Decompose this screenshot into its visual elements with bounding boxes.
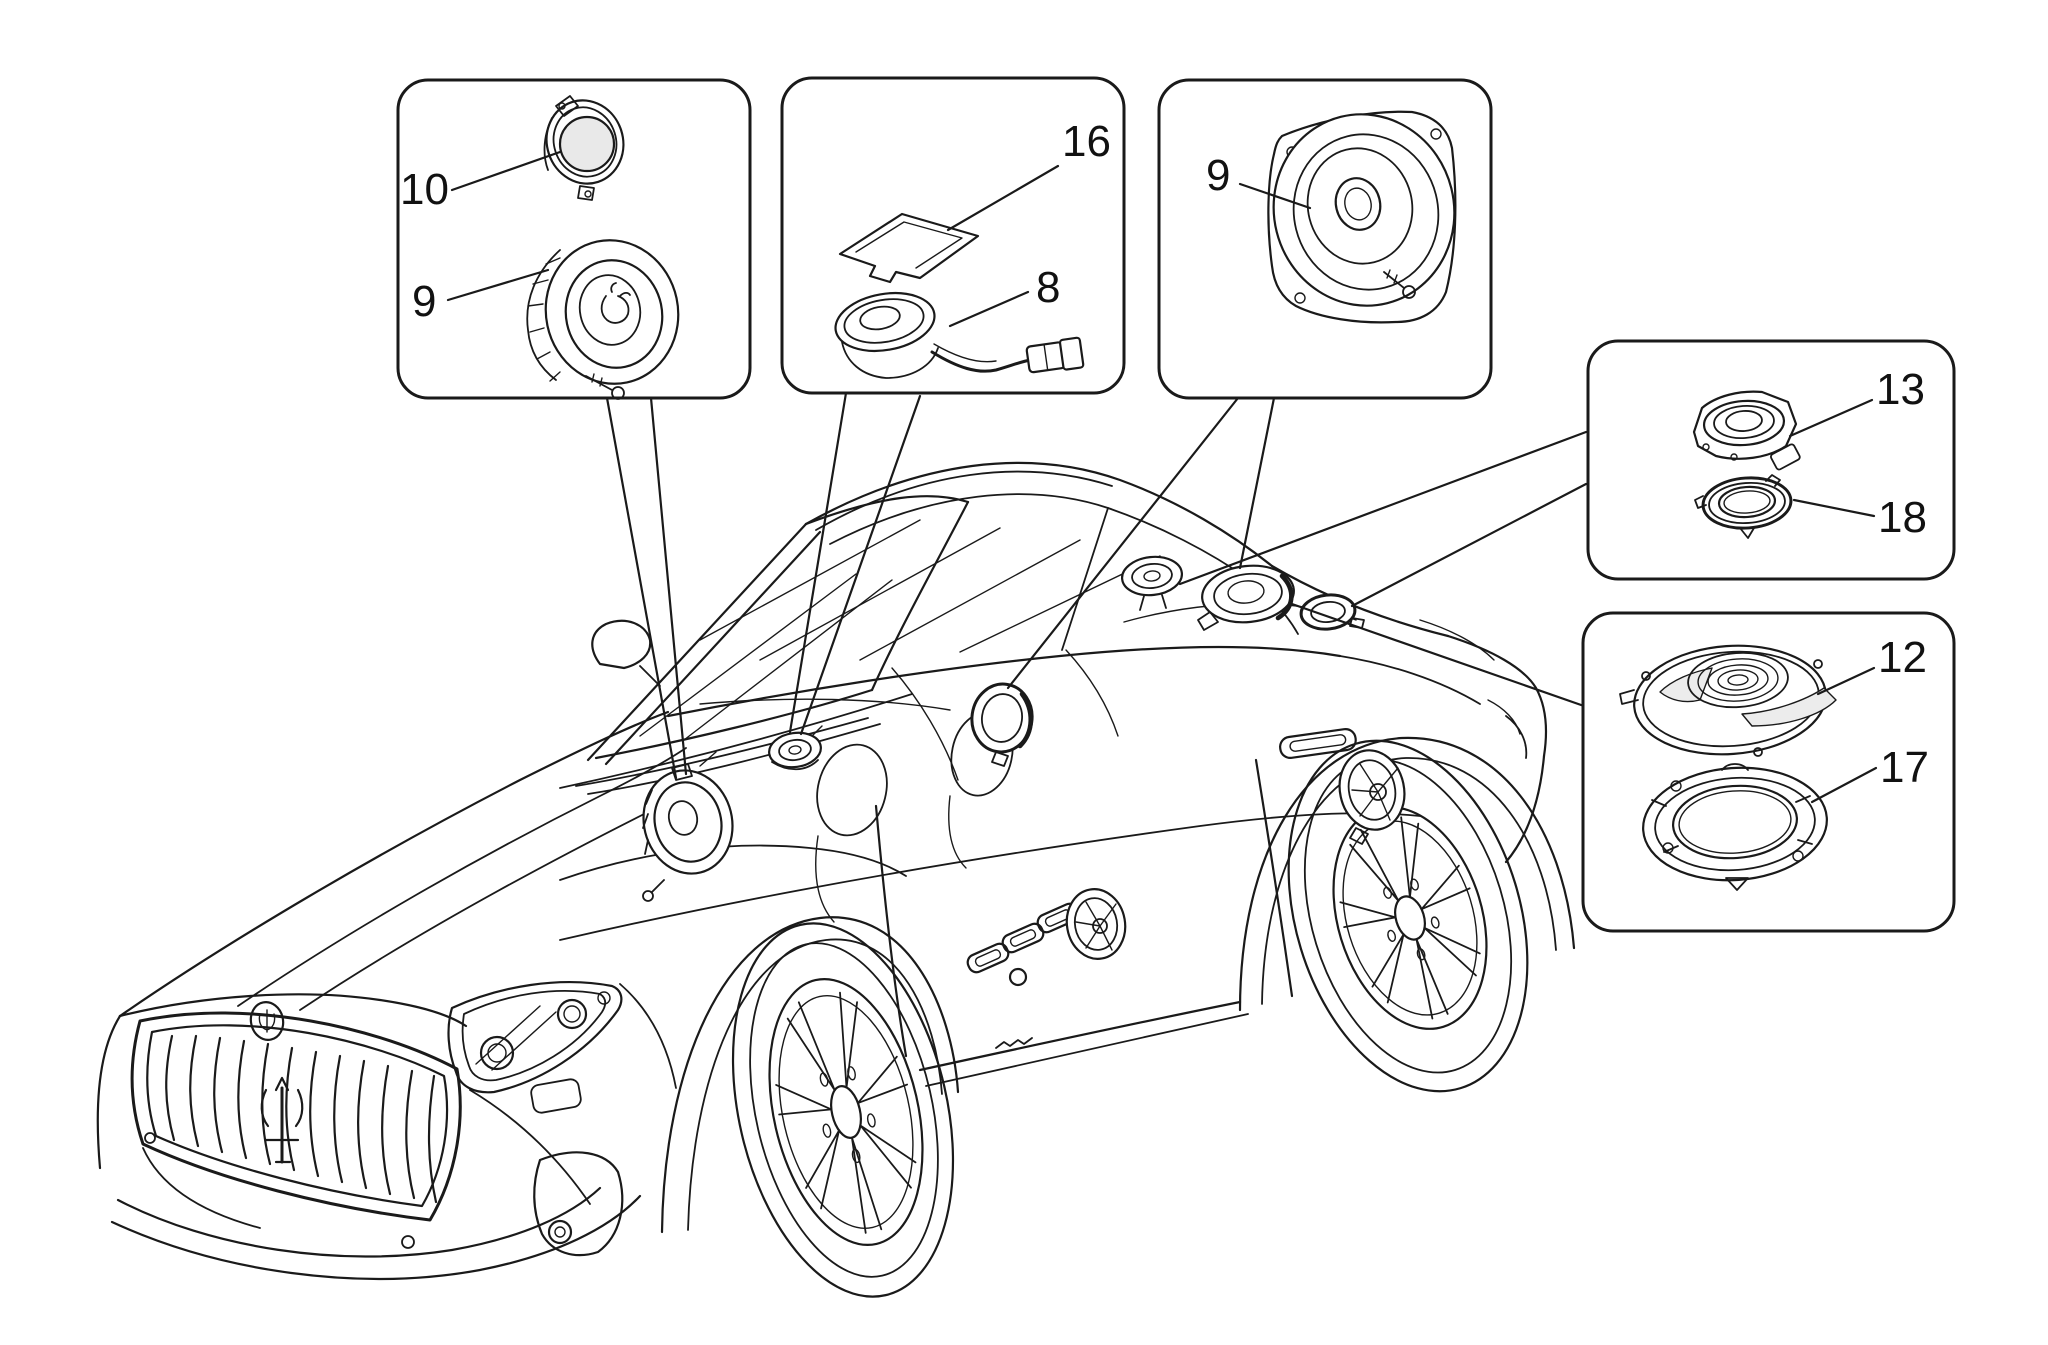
rear-wheel — [1238, 736, 1576, 1093]
headlight — [447, 981, 623, 1094]
right-door-speaker-location — [970, 682, 1034, 767]
part-label-8[interactable]: 8 — [1036, 263, 1060, 312]
part-label-9-rear[interactable]: 9 — [1206, 151, 1230, 200]
door-trident-badge — [995, 1037, 1033, 1049]
part-label-18[interactable]: 18 — [1878, 493, 1927, 542]
callout-front-door-speakers: 10 9 — [396, 78, 752, 400]
part-label-10[interactable]: 10 — [400, 165, 449, 214]
grille-trident-emblem — [260, 1076, 304, 1164]
callout-shelf-tweeter: 13 18 — [1586, 339, 1956, 581]
shelf-tweeter-location — [1120, 555, 1184, 611]
tweeter-10-drawing — [543, 95, 625, 201]
callout-box — [1586, 339, 1956, 581]
callout-shelf-woofer: 12 17 — [1581, 611, 1956, 933]
shelf-center-speaker-location — [1197, 564, 1295, 631]
front-grille — [130, 1011, 462, 1222]
part-label-9-front[interactable]: 9 — [412, 277, 436, 326]
part-label-13[interactable]: 13 — [1876, 365, 1925, 414]
dashboard-speaker-location — [768, 731, 822, 771]
car-illustration — [96, 461, 1576, 1298]
ring-17-drawing — [1642, 763, 1828, 891]
leader-lines — [605, 391, 1588, 780]
ring-18-drawing — [1694, 474, 1793, 539]
front-wheel — [660, 916, 960, 1298]
woofer-12-drawing — [1619, 644, 1837, 757]
door-handle — [1279, 728, 1357, 759]
fender-vents — [966, 902, 1080, 1049]
part-label-16[interactable]: 16 — [1062, 117, 1111, 166]
door-speaker-9b-drawing — [1267, 110, 1457, 324]
grille-slats — [165, 1034, 438, 1204]
callout-rear-door-speaker: 9 — [1157, 78, 1493, 400]
front-door-lower-speaker-location — [1065, 888, 1127, 960]
speaker-cover-16-drawing — [838, 212, 980, 284]
door-speaker-9-drawing — [526, 239, 680, 400]
part-label-12[interactable]: 12 — [1878, 633, 1927, 682]
tweeter-13-drawing — [1692, 390, 1801, 471]
callout-dashboard-speaker: 16 8 — [780, 76, 1126, 395]
hood-badge — [249, 1001, 285, 1041]
part-label-17[interactable]: 17 — [1880, 743, 1929, 792]
speaker-8-drawing — [834, 291, 1085, 379]
rear-quarter-speaker-location — [1338, 749, 1406, 845]
side-mirror — [591, 619, 661, 687]
front-door-speaker-location — [642, 763, 734, 902]
